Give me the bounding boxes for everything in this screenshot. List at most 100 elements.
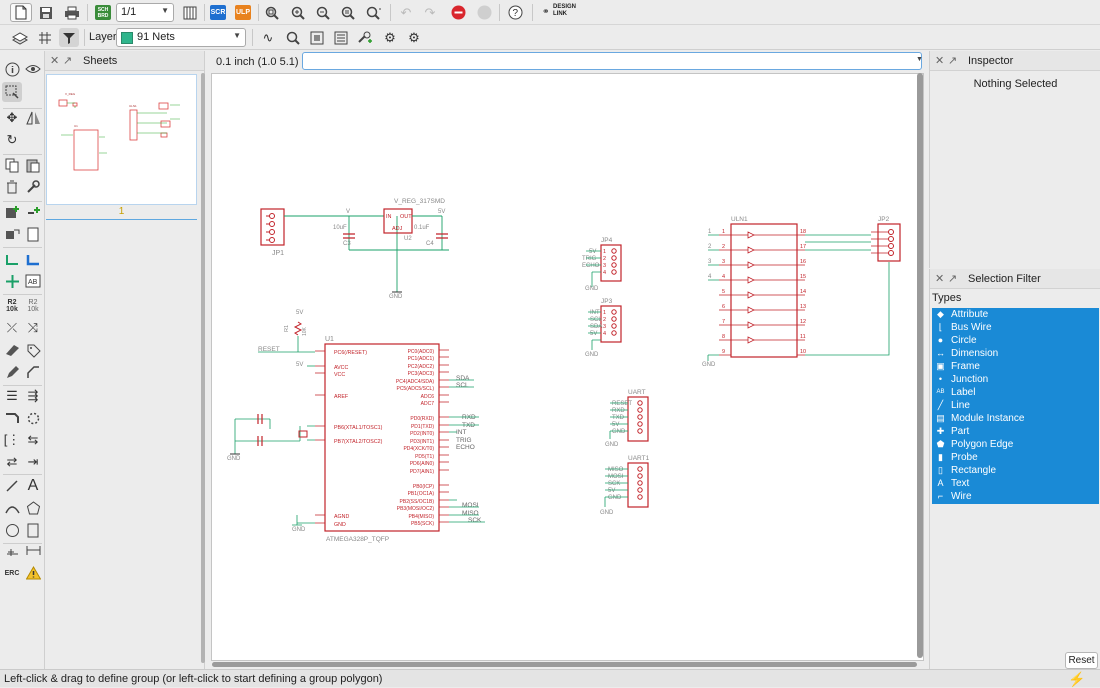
- c3-capacitor[interactable]: 10uF C3 V: [333, 209, 355, 247]
- mark-icon[interactable]: [2, 540, 22, 560]
- sheets-scrollbar[interactable]: [201, 73, 205, 663]
- search-part-icon[interactable]: [283, 28, 303, 47]
- ulp-button[interactable]: ULP: [233, 3, 253, 22]
- replace-icon[interactable]: [2, 224, 22, 244]
- connect-icon[interactable]: ⤨: [27, 320, 39, 335]
- close-icon[interactable]: ✕: [935, 55, 945, 67]
- text-icon[interactable]: A: [27, 477, 39, 494]
- dimension-icon[interactable]: [23, 540, 43, 560]
- type-item-junction[interactable]: •Junction: [932, 374, 1099, 387]
- zoom-select-icon[interactable]: [364, 3, 384, 22]
- design-link-button[interactable]: ⚭ DESIGN LINK: [542, 4, 582, 22]
- save-icon[interactable]: [36, 3, 56, 22]
- c4-capacitor[interactable]: 0.1uF C4 5V: [414, 209, 448, 247]
- crystal-section[interactable]: GND: [227, 414, 315, 462]
- command-line-input[interactable]: [302, 52, 922, 70]
- sheet-select[interactable]: 1/1 ▼: [116, 3, 174, 22]
- erc-icon[interactable]: ERC: [4, 569, 20, 577]
- uln2803-driver[interactable]: ULN1 1 2 3 4 5 6 7 8 9 18: [702, 216, 806, 368]
- route-icon[interactable]: [2, 408, 22, 428]
- bracket-icon[interactable]: [⋮: [3, 432, 21, 447]
- zoom-redraw-icon[interactable]: [338, 3, 358, 22]
- rectangle-icon[interactable]: [23, 520, 43, 540]
- line-icon[interactable]: [2, 476, 22, 496]
- close-icon[interactable]: ✕: [50, 55, 60, 67]
- add-connection-icon[interactable]: [355, 28, 375, 47]
- circle-icon[interactable]: [2, 520, 22, 540]
- uart-connector[interactable]: UART RESET RXD TXD 5V GND GND: [605, 389, 649, 448]
- split-icon[interactable]: ⤫: [6, 320, 18, 335]
- popout-icon[interactable]: ↗: [948, 55, 958, 67]
- wire-icon[interactable]: [2, 249, 22, 269]
- popout-icon[interactable]: ↗: [63, 55, 73, 67]
- sch-brd-switch-button[interactable]: SCH BRD: [93, 3, 113, 22]
- layer-settings-icon[interactable]: [10, 28, 30, 47]
- junction-icon[interactable]: [2, 271, 22, 291]
- u1-atmega328p[interactable]: U1 ATMEGA328P_TQFP PC6(/RESET) AVCC VCC …: [315, 336, 449, 543]
- bus-icon[interactable]: [23, 249, 43, 269]
- lightning-icon[interactable]: ⚡: [1068, 671, 1086, 687]
- r1-resistor[interactable]: 5V R1 10K: [284, 310, 308, 336]
- vreg-u2[interactable]: IN OUT ADJ V_REG_317SMD U2: [383, 198, 445, 242]
- gateswap-icon[interactable]: ⇄: [6, 454, 18, 469]
- chevron-down-icon[interactable]: ▼: [916, 56, 923, 63]
- popout-icon[interactable]: ↗: [948, 273, 958, 285]
- type-item-line[interactable]: ╱Line: [932, 400, 1099, 413]
- type-item-dimension[interactable]: ↔Dimension: [932, 348, 1099, 361]
- gear-advanced-icon[interactable]: ⚙: [408, 29, 420, 45]
- uart1-connector[interactable]: UART1 MISO MOSI SCK 5V GND GND: [600, 455, 650, 516]
- miter-icon[interactable]: [23, 362, 43, 382]
- move-icon[interactable]: ✥: [6, 110, 18, 125]
- swap-icon[interactable]: ⇆: [27, 432, 39, 447]
- page-icon[interactable]: [23, 224, 43, 244]
- filter-icon[interactable]: [59, 28, 79, 47]
- type-item-attribute[interactable]: ◆Attribute: [932, 309, 1099, 322]
- type-item-frame[interactable]: ▣Frame: [932, 361, 1099, 374]
- wrench-icon[interactable]: [23, 177, 43, 197]
- optimize-icon[interactable]: ⇶: [27, 388, 39, 403]
- arc-icon[interactable]: [2, 498, 22, 518]
- group-select-icon[interactable]: [2, 82, 22, 102]
- show-icon[interactable]: [23, 59, 43, 79]
- type-item-bus-wire[interactable]: ⌊Bus Wire: [932, 322, 1099, 335]
- add-part-icon[interactable]: [2, 202, 22, 222]
- attribute-tag-icon[interactable]: [23, 340, 43, 360]
- copy-icon[interactable]: [2, 155, 22, 175]
- grid-icon[interactable]: [35, 28, 55, 47]
- gear-icon[interactable]: ⚙: [384, 29, 396, 45]
- help-icon[interactable]: ?: [505, 3, 525, 22]
- print-icon[interactable]: [62, 3, 82, 22]
- layer-select[interactable]: 91 Nets ▼: [116, 28, 246, 47]
- delete-icon[interactable]: [2, 177, 22, 197]
- jp2-connector[interactable]: JP2: [871, 216, 901, 262]
- board-icon[interactable]: [180, 3, 200, 22]
- info-icon[interactable]: [2, 59, 22, 79]
- type-item-wire[interactable]: ⌐Wire: [932, 491, 1099, 504]
- new-file-icon[interactable]: [10, 3, 32, 22]
- warning-icon[interactable]: [23, 563, 43, 583]
- polygon-icon[interactable]: [23, 498, 43, 518]
- type-item-module-instance[interactable]: ▤Module Instance: [932, 413, 1099, 426]
- symbol-icon[interactable]: [307, 28, 327, 47]
- edit-icon[interactable]: [2, 362, 22, 382]
- rotate-icon[interactable]: ↻: [6, 132, 18, 147]
- undo-icon[interactable]: ↶: [400, 4, 412, 20]
- go-icon[interactable]: [474, 3, 494, 22]
- forward-icon[interactable]: ⇥: [27, 454, 39, 469]
- mirror-icon[interactable]: [23, 108, 43, 128]
- type-item-probe[interactable]: ▮Probe: [932, 452, 1099, 465]
- canvas-horizontal-scrollbar[interactable]: [212, 662, 917, 667]
- zoom-in-icon[interactable]: [288, 3, 308, 22]
- type-item-rectangle[interactable]: ▯Rectangle: [932, 465, 1099, 478]
- type-item-circle[interactable]: ●Circle: [932, 335, 1099, 348]
- stop-icon[interactable]: [448, 3, 468, 22]
- reset-button[interactable]: Reset: [1065, 652, 1098, 669]
- ripup-icon[interactable]: [23, 408, 43, 428]
